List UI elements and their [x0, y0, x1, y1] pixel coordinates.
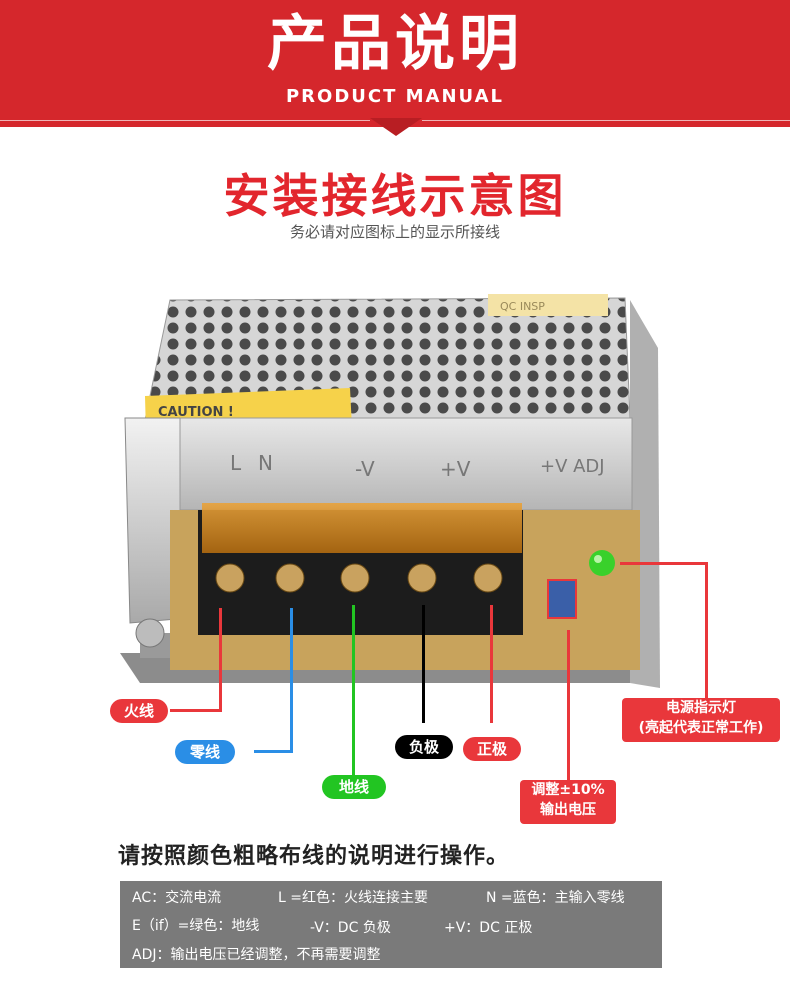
leader-adjust-v: [567, 630, 570, 780]
header-divider-right: [422, 120, 790, 121]
legend-pos: +V：DC 正极: [444, 920, 533, 936]
label-power-led: 电源指示灯 (亮起代表正常工作): [622, 698, 780, 742]
header-divider-left: [0, 120, 370, 121]
leader-earth-v: [352, 605, 355, 775]
legend-ac: AC：交流电流: [132, 890, 222, 906]
terminal-mark-adj: +V ADJ: [540, 456, 605, 477]
header-subtitle: PRODUCT MANUAL: [285, 86, 505, 107]
leader-led-v: [705, 562, 708, 699]
label-power-led-line1: 电源指示灯: [666, 700, 736, 716]
leader-positive-v: [490, 605, 493, 723]
legend-adj: ADJ：输出电压已经调整，不再需要调整: [132, 947, 381, 963]
qc-sticker: QC INSP: [500, 300, 545, 313]
leader-neutral-v: [290, 608, 293, 753]
label-adjust-line1: 调整±10%: [531, 782, 605, 798]
terminal-mark-n: N: [258, 451, 273, 475]
label-earth: 地线: [322, 775, 386, 799]
label-power-led-line2: (亮起代表正常工作): [638, 720, 764, 736]
power-supply-illustration: QC INSP CAUTION ! L N -V +V +V ADJ: [120, 294, 660, 688]
legend-l: L =红色：火线连接主要: [278, 890, 428, 906]
section-subheading: 务必请对应图标上的显示所接线: [289, 223, 500, 241]
label-negative: 负极: [395, 735, 453, 759]
section-heading: 安装接线示意图: [223, 169, 567, 223]
label-adjust: 调整±10% 输出电压: [520, 780, 616, 824]
leader-live-h: [170, 709, 222, 712]
terminal-mark-l: L: [230, 451, 242, 475]
header-notch: [370, 118, 422, 136]
label-positive: 正极: [463, 737, 521, 761]
label-live: 火线: [110, 699, 168, 723]
label-neutral: 零线: [175, 740, 235, 764]
header-title: 产品说明: [267, 9, 523, 79]
caution-sticker: CAUTION !: [158, 405, 234, 420]
legend-n: N =蓝色：主输入零线: [486, 890, 625, 906]
wiring-legend-box: AC：交流电流 L =红色：火线连接主要 N =蓝色：主输入零线 E（if）=绿…: [120, 881, 662, 968]
terminal-mark-pos: +V: [440, 457, 471, 481]
legend-neg: -V：DC 负极: [310, 920, 391, 936]
leader-led-h: [620, 562, 708, 565]
leader-negative-v: [422, 605, 425, 723]
header-banner: 产品说明 PRODUCT MANUAL: [0, 0, 790, 127]
legend-e: E（if）=绿色：地线: [132, 918, 260, 934]
leader-neutral-h: [254, 750, 293, 753]
wiring-note-title: 请按照颜色粗略布线的说明进行操作。: [118, 844, 510, 869]
label-adjust-line2: 输出电压: [540, 802, 596, 818]
terminal-mark-neg: -V: [355, 457, 375, 481]
leader-live-v: [219, 608, 222, 712]
